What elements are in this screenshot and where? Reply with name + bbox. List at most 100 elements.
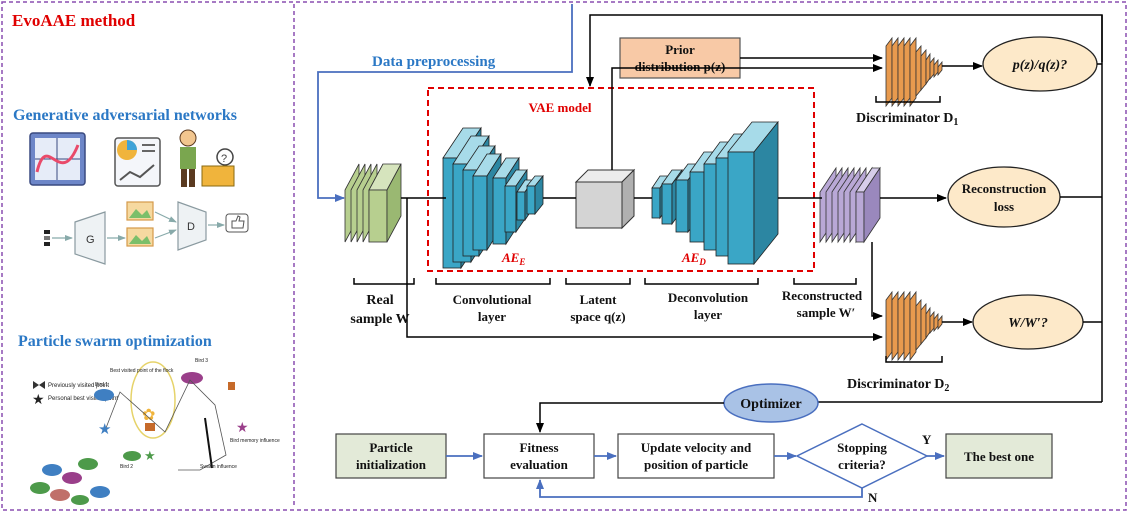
generator-shape <box>74 211 106 265</box>
swarm-influence-line <box>204 417 213 469</box>
real-sample-caption-1: Real <box>366 293 393 308</box>
latent-caption-1: Latent <box>580 292 618 307</box>
fitness-line2: evaluation <box>510 457 569 472</box>
pso-bird2-label: Bird 2 <box>120 464 133 470</box>
reconstructed-sample-block <box>819 166 881 244</box>
pso-bird1-label: Bird 1 <box>95 382 108 388</box>
svg-text:?: ? <box>221 153 227 165</box>
report-chart-icon <box>114 137 161 187</box>
no-loop-arrow <box>536 479 863 498</box>
discriminator-d1-label: Discriminator D1 <box>856 111 958 128</box>
green-star-icon: ★ <box>144 448 156 463</box>
recon-caption-2: sample W′ <box>797 305 856 320</box>
star-marker-icon: ★ <box>32 391 45 407</box>
fitness-eval-box <box>483 433 595 479</box>
deconv-caption-2: layer <box>694 307 722 322</box>
flock-bird-c <box>30 482 50 494</box>
ae-e-label: AEE <box>501 250 525 267</box>
thumbs-up-icon <box>225 213 249 233</box>
deconv-caption-1: Deconvolution <box>668 290 749 305</box>
blue-star-icon: ★ <box>98 421 111 438</box>
conv-caption-1: Convolutional <box>453 292 532 307</box>
real-sample-caption-2: sample W <box>350 312 409 327</box>
recon-caption-1: Reconstructed <box>782 288 863 303</box>
bird2-icon <box>123 451 141 461</box>
flower-pot <box>145 423 155 431</box>
data-preprocessing-label: Data preprocessing <box>372 54 496 70</box>
real-sample-block <box>344 163 402 243</box>
fake-image-icon <box>126 227 154 247</box>
stopping-criteria-diamond <box>795 423 929 489</box>
reconstruction-loss-ellipse <box>947 166 1061 228</box>
yes-label: Y <box>922 432 932 447</box>
best-point-oval <box>130 361 176 439</box>
flower-icon: ✿ <box>142 407 155 424</box>
pso-heading: Particle swarm optimization <box>18 333 212 350</box>
update-line1: Update velocity and <box>641 440 752 455</box>
small-plant-icon <box>228 382 235 390</box>
encoder-conv-block <box>442 126 544 270</box>
vae-model-box <box>427 87 815 272</box>
fitness-line1: Fitness <box>520 440 559 455</box>
pso-legend-previous: Previously visited point <box>48 383 109 389</box>
gan-arrow-img1 <box>154 211 177 223</box>
prior-label-line1: Prior <box>665 42 695 57</box>
conv-caption-2: layer <box>478 309 506 324</box>
flock-bird-b <box>62 472 82 484</box>
flock-bird-f <box>90 486 110 498</box>
stop-line1: Stopping <box>837 440 887 455</box>
latent-to-disc1-arrow <box>611 64 883 170</box>
bowtie-marker-icon <box>33 381 45 389</box>
w-over-w-label: W/W′? <box>1008 316 1048 331</box>
discriminator-d2-label: Discriminator D2 <box>847 377 949 394</box>
gan-arrow-img2 <box>154 229 177 239</box>
decoder-deconv-block <box>651 120 779 266</box>
generator-label: G <box>86 234 95 246</box>
reconstruction-line1: Reconstruction <box>962 181 1047 196</box>
discriminator-d1-block <box>885 36 943 108</box>
bird1-icon <box>94 389 114 401</box>
ae-d-label: AED <box>681 250 706 267</box>
vae-model-label: VAE model <box>529 100 592 115</box>
particle-init-line2: initialization <box>356 457 427 472</box>
discriminator-d2-block <box>885 290 943 362</box>
real-to-disc2-arrow <box>406 198 883 341</box>
reconstruction-line2: loss <box>994 199 1014 214</box>
flock-bird-d <box>78 458 98 470</box>
prior-label-line2: distribution p(z) <box>635 59 726 74</box>
latent-space-cube <box>574 168 636 230</box>
best-one-box <box>945 433 1053 479</box>
particle-init-line1: Particle <box>369 440 413 455</box>
pso-best-flock-label: Best visited point of the flock <box>110 368 174 374</box>
pso-legend-personal-best: Personal best visited point <box>48 396 118 402</box>
bird3-icon <box>181 372 203 384</box>
recon-to-disc2-arrow <box>871 242 883 320</box>
flock-bird-a <box>42 464 62 476</box>
sine-chart-icon <box>29 132 86 186</box>
stop-line2: criteria? <box>838 457 886 472</box>
update-line2: position of particle <box>644 457 748 472</box>
noise-input-icon <box>44 230 50 246</box>
pso-bird3-label: Bird 3 <box>195 358 208 364</box>
latent-caption-2: space q(z) <box>570 309 625 324</box>
pso-swarm-label: Swarm influence <box>200 464 237 470</box>
real-image-icon <box>126 201 154 221</box>
gan-heading: Generative adversarial networks <box>13 107 237 124</box>
particle-init-box <box>335 433 447 479</box>
update-velocity-box <box>617 433 775 479</box>
pso-memory-label: Bird memory influence <box>230 438 280 444</box>
purple-star-icon: ★ <box>236 419 249 435</box>
p-over-q-label: p(z)/q(z)? <box>1012 58 1067 73</box>
diagram-title: EvoAAE method <box>12 11 136 30</box>
optimizer-label: Optimizer <box>740 397 801 412</box>
caption-brackets <box>353 96 943 363</box>
flock-bird-g <box>71 495 89 505</box>
optimizer-to-fitness-arrow <box>536 402 724 433</box>
best-one-label: The best one <box>964 449 1034 464</box>
flock-bird-e <box>50 489 70 501</box>
teacher-board-icon: ? <box>179 129 235 187</box>
pso-illustration: Previously visited point ★ Personal best… <box>30 358 280 505</box>
discriminator-shape <box>177 201 207 251</box>
